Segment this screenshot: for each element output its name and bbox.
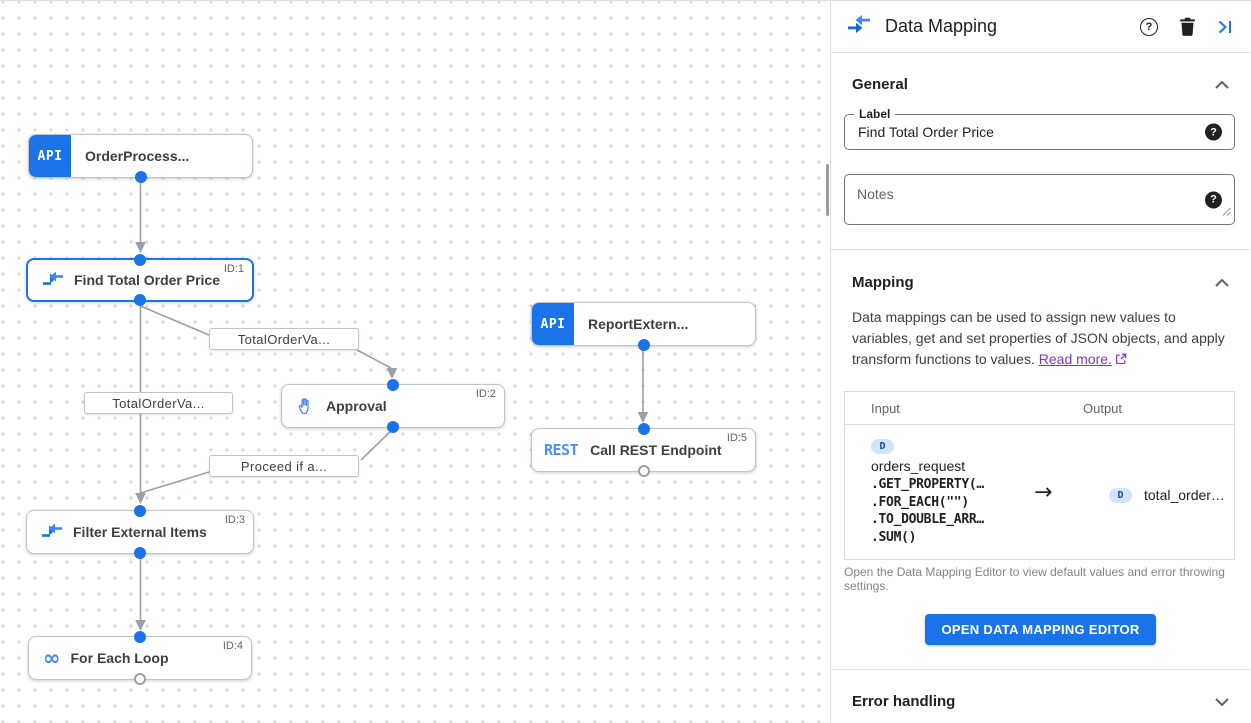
data-mapping-icon bbox=[41, 524, 63, 540]
node-id-badge: ID:4 bbox=[222, 640, 243, 652]
output-port[interactable] bbox=[134, 547, 146, 559]
transform-function: .SUM() bbox=[871, 529, 917, 545]
node-id-badge: ID:2 bbox=[475, 388, 496, 400]
node-label: OrderProcess... bbox=[85, 148, 190, 164]
mapping-section-title: Mapping bbox=[852, 274, 914, 291]
node-label: ReportExtern... bbox=[588, 316, 689, 332]
api-trigger-chip: API bbox=[29, 135, 71, 177]
transform-function: .GET_PROPERTY(… bbox=[871, 477, 984, 492]
input-variable: orders_request bbox=[871, 458, 966, 474]
section-divider bbox=[831, 249, 1250, 250]
help-icon[interactable]: ? bbox=[1205, 191, 1222, 208]
general-section-header[interactable]: General bbox=[831, 76, 1250, 93]
terminal-port[interactable] bbox=[637, 465, 650, 477]
mapping-section: Mapping Data mappings can be used to ass… bbox=[831, 250, 1250, 669]
mapping-section-header[interactable]: Mapping bbox=[831, 274, 1250, 291]
help-button[interactable]: ? bbox=[1140, 17, 1158, 36]
datatype-badge: D bbox=[871, 439, 894, 454]
output-column-header: Output bbox=[1083, 400, 1123, 416]
data-mapping-icon bbox=[847, 15, 871, 38]
node-id-badge: ID:5 bbox=[726, 432, 747, 444]
transform-function: .TO_DOUBLE_ARR… bbox=[871, 512, 984, 527]
help-icon: ? bbox=[1140, 17, 1158, 36]
label-field: Label ? bbox=[844, 107, 1235, 150]
edge-label-total-order-to-filter[interactable]: TotalOrderVa... bbox=[84, 392, 233, 414]
hand-icon bbox=[296, 395, 316, 417]
edge-connectors bbox=[135, 178, 649, 631]
output-port[interactable] bbox=[134, 294, 146, 306]
resize-handle-icon[interactable] bbox=[1222, 203, 1231, 221]
node-label: Approval bbox=[326, 398, 387, 414]
trash-icon bbox=[1180, 17, 1195, 36]
node-for-each-loop[interactable]: ∞ For Each Loop ID:4 bbox=[28, 631, 252, 685]
panel-title: Data Mapping bbox=[885, 16, 998, 36]
chevron-up-icon[interactable] bbox=[1215, 80, 1229, 89]
rest-task-chip: REST bbox=[544, 441, 579, 459]
input-port[interactable] bbox=[134, 254, 146, 266]
delete-task-button[interactable] bbox=[1179, 17, 1196, 36]
infinity-icon: ∞ bbox=[43, 646, 61, 670]
mapping-table-row[interactable]: D orders_request .GET_PROPERTY(… .FOR_EA… bbox=[845, 425, 1234, 559]
node-label: Call REST Endpoint bbox=[590, 442, 722, 458]
chevron-down-icon[interactable] bbox=[1215, 697, 1229, 706]
mapping-editor-hint: Open the Data Mapping Editor to view def… bbox=[844, 565, 1225, 593]
input-port[interactable] bbox=[134, 505, 146, 517]
node-approval[interactable]: Approval ID:2 bbox=[281, 379, 505, 433]
node-filter-external-items[interactable]: Filter External Items ID:3 bbox=[26, 505, 254, 559]
canvas-scrollbar[interactable] bbox=[826, 164, 829, 216]
panel-header: Data Mapping ? bbox=[831, 1, 1250, 53]
error-handling-section-title: Error handling bbox=[852, 693, 956, 710]
open-data-mapping-editor-button[interactable]: OPEN DATA MAPPING EDITOR bbox=[925, 614, 1156, 645]
help-icon[interactable]: ? bbox=[1205, 123, 1222, 141]
output-port[interactable] bbox=[387, 421, 399, 433]
data-mapping-icon bbox=[42, 272, 64, 288]
node-label: Find Total Order Price bbox=[74, 272, 220, 288]
label-input[interactable] bbox=[845, 115, 1234, 149]
output-port[interactable] bbox=[134, 171, 147, 183]
chevron-up-icon[interactable] bbox=[1215, 278, 1229, 287]
edge-label-proceed-if[interactable]: Proceed if a... bbox=[209, 455, 359, 477]
error-handling-section-header[interactable]: Error handling bbox=[831, 693, 1250, 710]
input-column-header: Input bbox=[871, 400, 900, 416]
task-config-panel: Data Mapping ? bbox=[830, 1, 1250, 723]
input-port[interactable] bbox=[637, 423, 650, 435]
notes-field: ? bbox=[844, 174, 1235, 225]
mapping-table-header: Input Output bbox=[845, 392, 1234, 425]
terminal-port[interactable] bbox=[134, 673, 146, 685]
edge-label-total-order-to-approval[interactable]: TotalOrderVa... bbox=[209, 328, 359, 350]
mapping-preview-table: Input Output D orders_request .GET_PROPE… bbox=[844, 391, 1235, 560]
node-id-badge: ID:3 bbox=[224, 514, 245, 526]
node-order-process-trigger[interactable]: API OrderProcess... bbox=[28, 134, 253, 183]
collapse-panel-button[interactable] bbox=[1217, 19, 1233, 35]
notes-input[interactable] bbox=[845, 175, 1234, 219]
input-port[interactable] bbox=[134, 631, 146, 643]
datatype-badge: D bbox=[1109, 487, 1132, 503]
node-label: Filter External Items bbox=[73, 524, 207, 540]
section-divider bbox=[831, 669, 1250, 670]
mapping-description-text: Data mappings can be used to assign new … bbox=[852, 309, 1225, 367]
node-id-badge: ID:1 bbox=[223, 263, 244, 275]
api-trigger-chip: API bbox=[532, 303, 574, 345]
output-port[interactable] bbox=[637, 339, 650, 351]
node-call-rest-endpoint[interactable]: REST Call REST Endpoint ID:5 bbox=[531, 423, 756, 477]
transform-function: .FOR_EACH("") bbox=[871, 494, 969, 510]
read-more-link[interactable]: Read more. bbox=[1038, 351, 1112, 367]
general-section-title: General bbox=[852, 76, 908, 93]
collapse-panel-icon bbox=[1218, 20, 1231, 33]
mapping-description: Data mappings can be used to assign new … bbox=[852, 307, 1229, 371]
output-variable: total_order… bbox=[1144, 487, 1225, 503]
external-link-icon bbox=[1115, 350, 1127, 371]
node-find-total-order-price[interactable]: Find Total Order Price ID:1 bbox=[26, 254, 254, 306]
input-port[interactable] bbox=[387, 379, 399, 391]
general-section: General Label ? ? bbox=[831, 53, 1250, 249]
error-handling-section: Error handling bbox=[831, 670, 1250, 723]
node-report-extern-trigger[interactable]: API ReportExtern... bbox=[531, 302, 756, 351]
flow-canvas[interactable]: TotalOrderVa... TotalOrderVa... Proceed … bbox=[0, 1, 830, 723]
node-label: For Each Loop bbox=[70, 650, 169, 666]
mapping-arrow-icon: → bbox=[1034, 480, 1053, 505]
label-field-caption: Label bbox=[854, 107, 896, 121]
